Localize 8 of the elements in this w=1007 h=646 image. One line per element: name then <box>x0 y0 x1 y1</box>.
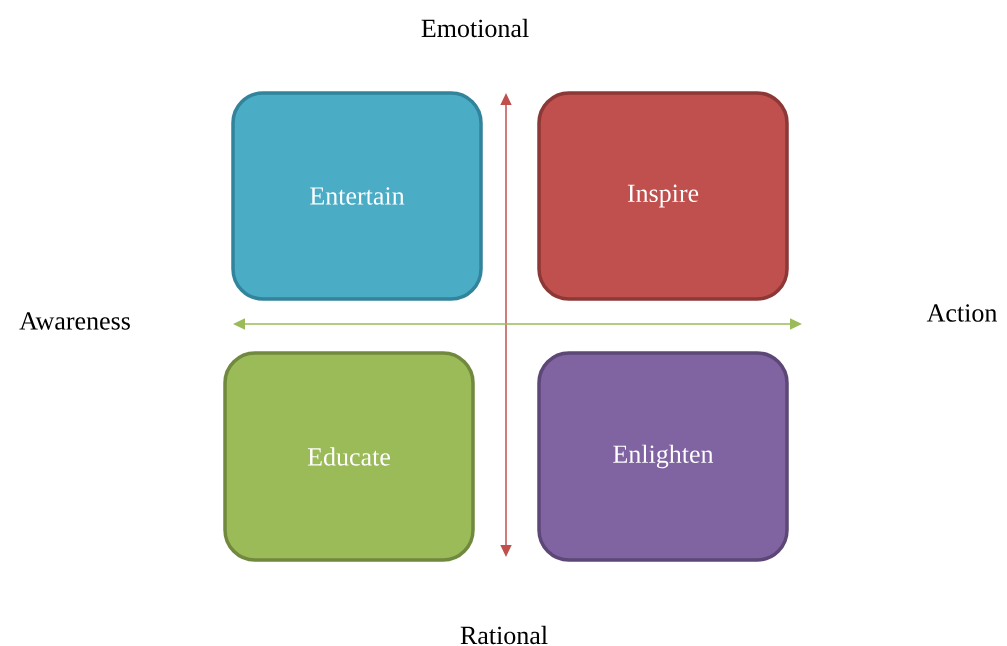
quadrant-box: Inspire <box>537 91 789 301</box>
quadrant-box: Enlighten <box>537 351 789 562</box>
quadrant-box: Entertain <box>231 91 483 301</box>
axis-label: Rational <box>460 625 548 645</box>
axis-label: Awareness <box>19 312 130 330</box>
axis-label: Action <box>926 304 997 322</box>
quadrant-box: Educate <box>223 351 475 562</box>
axis-label: Emotional <box>421 18 529 38</box>
